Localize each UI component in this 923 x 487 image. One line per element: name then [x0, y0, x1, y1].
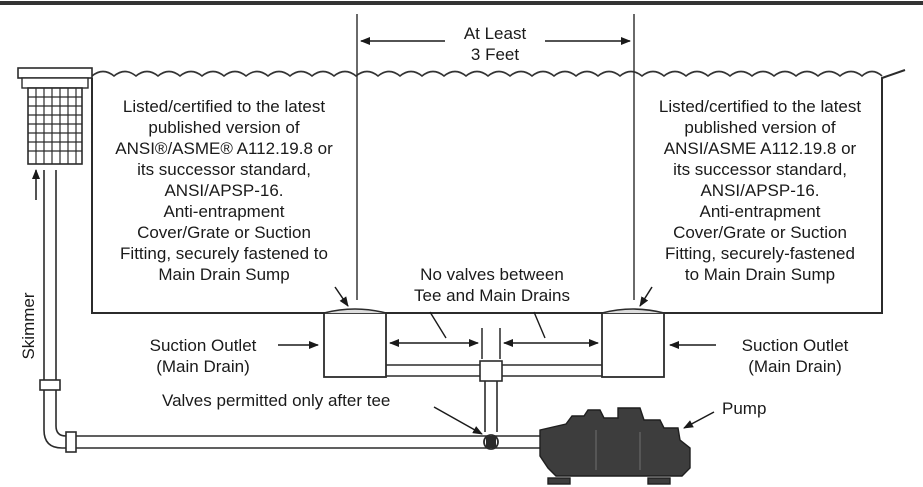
- suction-right-line-2: (Main Drain): [748, 357, 842, 376]
- tee-pipe: [386, 360, 602, 432]
- clearance-line-1: At Least: [463, 24, 527, 43]
- right-cert-line: to Main Drain Sump: [684, 265, 836, 284]
- pump-label: Pump: [722, 399, 767, 418]
- left-cert-line: ANSI/APSP-16.: [164, 181, 284, 200]
- left-cert-line: its successor standard,: [137, 160, 311, 179]
- pump-pointer: [683, 411, 715, 429]
- left-cert-text: Listed/certified to the latest published…: [100, 96, 348, 285]
- clearance-line-2: 3 Feet: [470, 45, 520, 64]
- right-cert-line: Anti-entrapment: [699, 202, 821, 221]
- valve: [483, 434, 499, 450]
- main-drain-left: [323, 308, 387, 378]
- valve-pointer: [433, 406, 483, 435]
- left-cert-pointer: [334, 286, 349, 307]
- right-cert-pointer: [639, 286, 653, 307]
- pool-outline: [91, 69, 906, 314]
- clearance-label: At Least 3 Feet: [445, 23, 545, 65]
- left-cert-line: Anti-entrapment: [163, 202, 285, 221]
- left-cert-line: Main Drain Sump: [158, 265, 290, 284]
- right-cert-line: Fitting, securely-fastened: [665, 244, 855, 263]
- left-cert-line: Listed/certified to the latest: [122, 97, 326, 116]
- left-cert-line: Fitting, securely fastened to: [120, 244, 328, 263]
- left-cert-line: Cover/Grate or Suction: [137, 223, 311, 242]
- no-valves-label: No valves between Tee and Main Drains: [392, 264, 592, 306]
- right-cert-line: ANSI/APSP-16.: [700, 181, 820, 200]
- right-cert-line: its successor standard,: [673, 160, 847, 179]
- valves-permitted-label: Valves permitted only after tee: [162, 391, 391, 410]
- pump: [539, 407, 691, 485]
- right-cert-line: Cover/Grate or Suction: [673, 223, 847, 242]
- right-cert-line: published version of: [684, 118, 836, 137]
- left-cert-line: published version of: [148, 118, 300, 137]
- no-valve-pointer-left: [429, 311, 447, 339]
- suction-left-line-2: (Main Drain): [156, 357, 250, 376]
- skimmer-suction-pipe: [39, 170, 540, 453]
- suction-right-line-1: Suction Outlet: [741, 336, 849, 355]
- suction-outlet-right-label: Suction Outlet (Main Drain): [720, 335, 870, 377]
- skimmer: [17, 67, 93, 165]
- no-valve-pointer-right: [533, 311, 546, 339]
- left-cert-line: ANSI®/ASME® A112.19.8 or: [115, 139, 333, 158]
- suction-left-line-1: Suction Outlet: [149, 336, 257, 355]
- no-valves-line-1: No valves between: [420, 265, 564, 284]
- right-cert-line: ANSI/ASME A112.19.8 or: [663, 139, 857, 158]
- no-valves-line-2: Tee and Main Drains: [414, 286, 570, 305]
- main-drain-right: [601, 308, 665, 378]
- skimmer-label: Skimmer: [19, 292, 38, 360]
- water-surface: [91, 70, 883, 78]
- right-cert-text: Listed/certified to the latest published…: [636, 96, 884, 285]
- suction-outlet-left-label: Suction Outlet (Main Drain): [128, 335, 278, 377]
- right-cert-line: Listed/certified to the latest: [658, 97, 862, 116]
